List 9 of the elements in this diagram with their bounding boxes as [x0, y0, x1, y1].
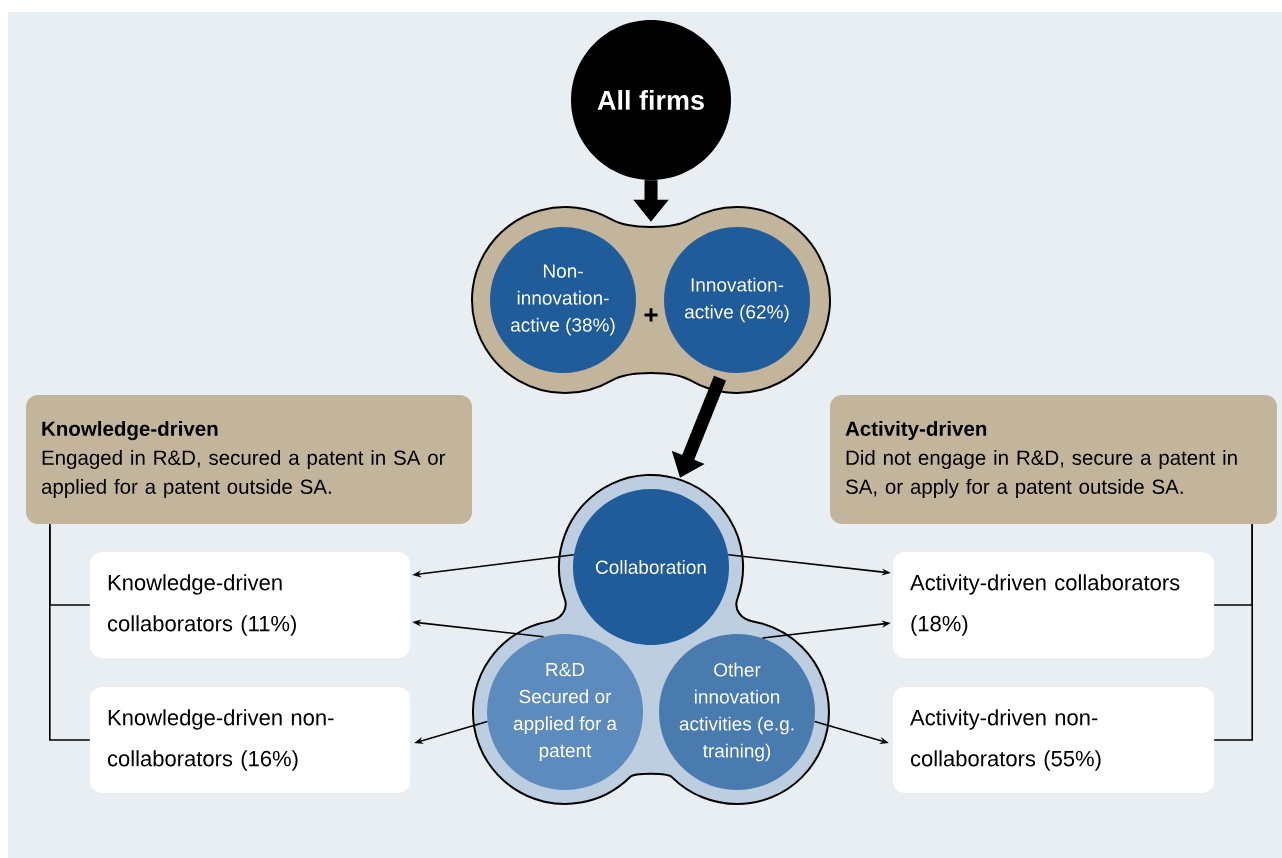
segment-box: Activity-driven collaborators (18%) [893, 552, 1214, 658]
plus-sign: + [644, 308, 658, 322]
connector-line [49, 523, 91, 741]
segment-box: Knowledge-driven non-collaborators (16%) [90, 687, 410, 793]
connector-line [1213, 523, 1253, 741]
category-header-box: Knowledge-driven Engaged in R&D, secured a patent in SA or applied for a patent outside SA. [26, 395, 472, 524]
segment-box: Knowledge-driven collaborators (11%) [90, 552, 410, 658]
segment-box: Activity-driven non-collaborators (55%) [893, 687, 1214, 793]
category-header-box: Activity-driven Did not engage in R&D, secure a patent in SA, or apply for a patent outside SA. [830, 395, 1277, 524]
